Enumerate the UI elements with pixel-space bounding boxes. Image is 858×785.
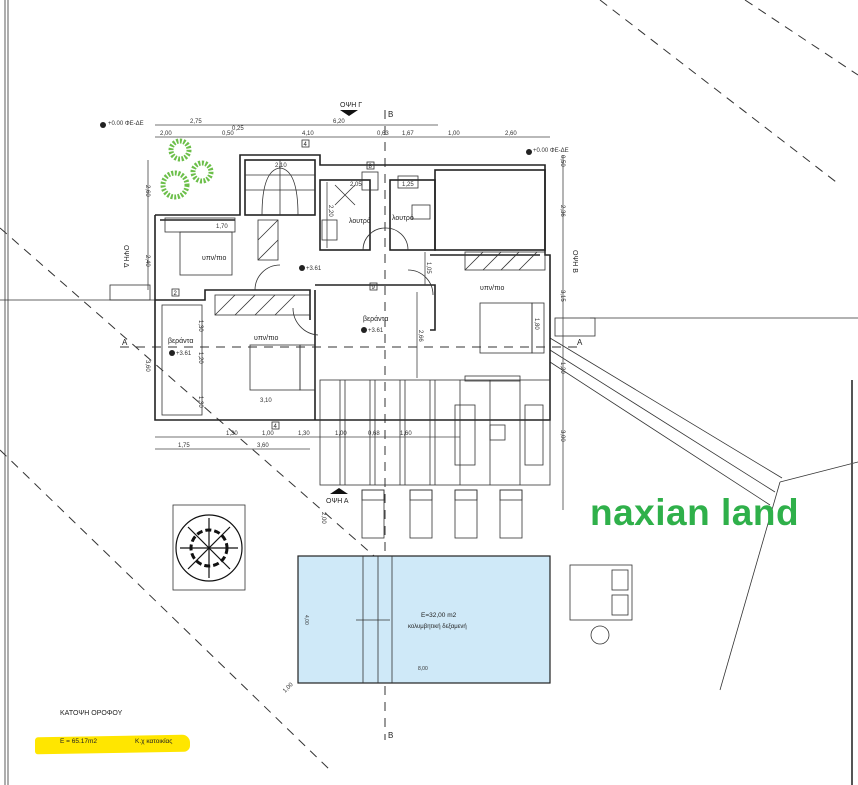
dim-label: 1,30 bbox=[226, 431, 238, 437]
dim-label: 2,60 bbox=[144, 185, 150, 197]
level-mark-ground: +0.00 ΦΕ-ΔΕ bbox=[533, 148, 569, 154]
section-marker-b: B bbox=[388, 110, 393, 119]
daybed bbox=[569, 564, 633, 645]
dim-label: 2,20 bbox=[327, 205, 333, 217]
dim-label: 1,60 bbox=[400, 431, 412, 437]
dim-label: 3,00 bbox=[559, 430, 565, 442]
level-mark: +3.61 bbox=[306, 266, 322, 272]
dim-label: 0,25 bbox=[232, 126, 244, 132]
level-mark: +3.61 bbox=[176, 351, 192, 357]
plan-title: ΚΑΤΟΨΗ ΟΡΟΦΟΥ bbox=[60, 710, 123, 717]
dim-label: 3,10 bbox=[260, 398, 272, 404]
section-marker-a: A bbox=[577, 338, 583, 347]
dim-label: 1,67 bbox=[402, 131, 414, 137]
room-label-veranda-2: βεράντα bbox=[363, 315, 388, 323]
elevation-label-bottom: ΟΨΗ Α bbox=[326, 498, 349, 505]
room-label-bedroom-2: υπν/πιο bbox=[254, 335, 278, 342]
pool-length: 8,00 bbox=[418, 666, 428, 672]
tags: 4 8 2 4 9 bbox=[171, 139, 378, 430]
dim-label: 2,60 bbox=[505, 131, 517, 137]
room-label-bathroom-2: λουτρό bbox=[392, 214, 414, 222]
trees bbox=[160, 138, 214, 200]
dim-label: 1,30 bbox=[197, 320, 203, 332]
building-walls bbox=[109, 154, 596, 486]
tree-symbol bbox=[172, 504, 246, 591]
dim-label: 0,68 bbox=[368, 431, 380, 437]
dim-label: 1,00 bbox=[262, 431, 274, 437]
sun-loungers bbox=[361, 489, 523, 539]
plan-use: Κ.χ κατοικίας bbox=[135, 738, 173, 745]
elevation-label-left: ΟΨΗ Δ bbox=[122, 245, 129, 268]
plan-area: E = 65.17m2 bbox=[60, 738, 98, 745]
dim-label: 1,05 bbox=[425, 262, 431, 274]
brand-watermark: naxian land bbox=[590, 492, 800, 533]
tag: 2 bbox=[174, 291, 178, 297]
dim-label: 2,75 bbox=[190, 119, 202, 125]
tag: 8 bbox=[369, 164, 373, 170]
dim-label: 1,70 bbox=[216, 224, 228, 230]
dim-label: 3,15 bbox=[559, 290, 565, 302]
room-label-veranda-1: βεράντα bbox=[168, 337, 193, 345]
dim-label: 2,05 bbox=[350, 182, 362, 188]
tag: 4 bbox=[274, 424, 278, 430]
dim-label: 3,60 bbox=[257, 443, 269, 449]
dim-label: 1,30 bbox=[298, 431, 310, 437]
swimming-pool: E=32,00 m2 κολυμβητική δεξαμενή 8,00 4,0… bbox=[297, 555, 551, 684]
dim-label: 1,00 bbox=[448, 131, 460, 137]
dim-label: 1,80 bbox=[533, 318, 539, 330]
dim-label: 1,20 bbox=[197, 352, 203, 364]
dim-label: 1,25 bbox=[402, 182, 414, 188]
dim-label: 2,36 bbox=[559, 205, 565, 217]
room-label-bedroom-1: υπν/πιο bbox=[202, 255, 226, 262]
dim-label: 2,40 bbox=[144, 255, 150, 267]
dim-label: 2,10 bbox=[275, 163, 287, 169]
room-label-bathroom-1: λουτρό bbox=[349, 217, 371, 225]
dim-label: 3,60 bbox=[144, 360, 150, 372]
dim-label: 1,20 bbox=[559, 362, 565, 374]
dim-label: 4,10 bbox=[302, 131, 314, 137]
pool-width: 4,00 bbox=[303, 615, 309, 625]
pergola bbox=[319, 375, 551, 486]
level-mark: +3.61 bbox=[368, 328, 384, 334]
dim-label: 2,66 bbox=[417, 330, 423, 342]
tag: 4 bbox=[304, 142, 308, 148]
elevation-label-right: ΟΨΗ Β bbox=[571, 250, 578, 273]
dim-label: 1,00 bbox=[335, 431, 347, 437]
section-marker-b: B bbox=[388, 731, 393, 740]
dim-label: 6,20 bbox=[333, 119, 345, 125]
pool-area: E=32,00 m2 bbox=[421, 612, 457, 619]
dim-label: 1,00 bbox=[282, 681, 295, 694]
room-label-bedroom-3: υπν/πιο bbox=[480, 285, 504, 292]
dim-label: 1,30 bbox=[197, 396, 203, 408]
tag: 9 bbox=[372, 285, 376, 291]
level-mark-ground: +0.00 ΦΕ-ΔΕ bbox=[108, 121, 144, 127]
section-marker-a: A bbox=[122, 338, 128, 347]
elevation-label-top: ΟΨΗ Γ bbox=[340, 102, 362, 109]
dim-label: 0,63 bbox=[377, 131, 389, 137]
dim-label: 2,00 bbox=[160, 131, 172, 137]
dim-label: 0,50 bbox=[559, 155, 565, 167]
pool-label: κολυμβητική δεξαμενή bbox=[408, 623, 467, 630]
dim-label: 1,75 bbox=[178, 443, 190, 449]
dim-label: 0,50 bbox=[222, 131, 234, 137]
dim-label: 2,00 bbox=[320, 512, 326, 524]
